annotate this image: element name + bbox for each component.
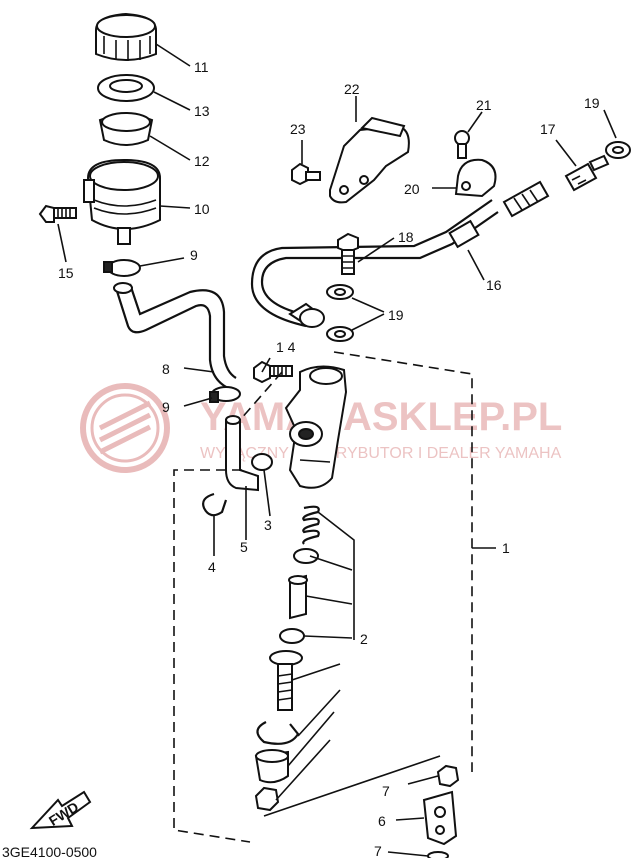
o-ring-small xyxy=(251,453,273,471)
cup-seal-1 xyxy=(293,548,319,564)
fwd-arrow-icon: FWD xyxy=(29,790,92,830)
callout-13: 13 xyxy=(194,103,210,119)
diaphragm-plate xyxy=(97,74,155,102)
brake-hose xyxy=(250,180,550,328)
bracket-bolt xyxy=(291,162,321,186)
circlip-small xyxy=(202,492,228,517)
copper-washer-1 xyxy=(326,284,354,300)
reservoir-bolt xyxy=(38,204,77,223)
dust-boot xyxy=(254,749,289,784)
callout-10: 10 xyxy=(194,201,210,217)
assembly-boundary xyxy=(173,351,496,843)
leader-lines xyxy=(57,43,617,857)
callout-17: 17 xyxy=(540,121,556,137)
callout-3: 3 xyxy=(264,517,272,533)
callout-6: 6 xyxy=(378,813,386,829)
hose-guide-bracket xyxy=(329,116,410,204)
footer-code: 3GE4100-0500 xyxy=(2,844,97,858)
callout-numbers: 11 13 12 10 15 9 8 9 4 5 3 1 4 18 19 16 … xyxy=(58,59,600,858)
callout-1: 1 xyxy=(502,540,510,556)
circlip-large xyxy=(256,721,300,745)
union-bolt xyxy=(337,232,359,275)
cup-seal-2 xyxy=(279,628,305,644)
callout-4: 4 xyxy=(208,559,216,575)
callout-21: 21 xyxy=(476,97,492,113)
callout-15: 15 xyxy=(58,265,74,281)
hose-clamp-bracket xyxy=(454,158,497,198)
callout-16: 16 xyxy=(486,277,502,293)
watermark-title: YAMAHASKLEP.PL xyxy=(200,395,562,439)
spring xyxy=(302,505,320,545)
piston xyxy=(288,574,308,620)
push-rod xyxy=(269,650,303,711)
watermark: YAMAHASKLEP.PL WYŁĄCZNY DYSTRYBUTOR I DE… xyxy=(80,383,562,473)
reservoir-tank xyxy=(83,158,161,245)
clevis xyxy=(422,790,458,846)
hose-banjo-fitting xyxy=(288,302,325,328)
nut-lower xyxy=(254,786,280,812)
body-bolt xyxy=(253,360,293,384)
callout-7-lower: 7 xyxy=(374,843,382,858)
callout-20: 20 xyxy=(404,181,420,197)
callout-12: 12 xyxy=(194,153,210,169)
clevis-pin xyxy=(427,851,449,858)
reservoir-hose xyxy=(113,282,237,389)
reservoir-cap xyxy=(95,12,157,61)
washer-19-top xyxy=(605,141,631,159)
callout-19-upper: 19 xyxy=(584,95,600,111)
callout-2: 2 xyxy=(360,631,368,647)
diaphragm xyxy=(98,112,154,146)
clamp-screw xyxy=(454,130,470,159)
master-cylinder-body xyxy=(284,365,348,489)
watermark-logo xyxy=(80,383,170,473)
hose-clamp-lower xyxy=(209,386,241,403)
copper-washer-2 xyxy=(326,326,354,342)
callout-18: 18 xyxy=(398,229,414,245)
callout-5: 5 xyxy=(240,539,248,555)
callout-7-upper: 7 xyxy=(382,783,390,799)
callout-23: 23 xyxy=(290,121,306,137)
hose-clamp-upper xyxy=(103,259,141,277)
callout-19-lower: 19 xyxy=(388,307,404,323)
callout-11: 11 xyxy=(194,59,209,75)
clevis-nut xyxy=(436,764,460,788)
callout-8: 8 xyxy=(162,361,170,377)
callout-22: 22 xyxy=(344,81,360,97)
callout-14: 1 4 xyxy=(276,339,296,355)
callout-9-lower: 9 xyxy=(162,399,170,415)
hose-joint-17 xyxy=(564,154,610,192)
callout-9-upper: 9 xyxy=(190,247,198,263)
hose-joint-elbow xyxy=(225,415,259,492)
